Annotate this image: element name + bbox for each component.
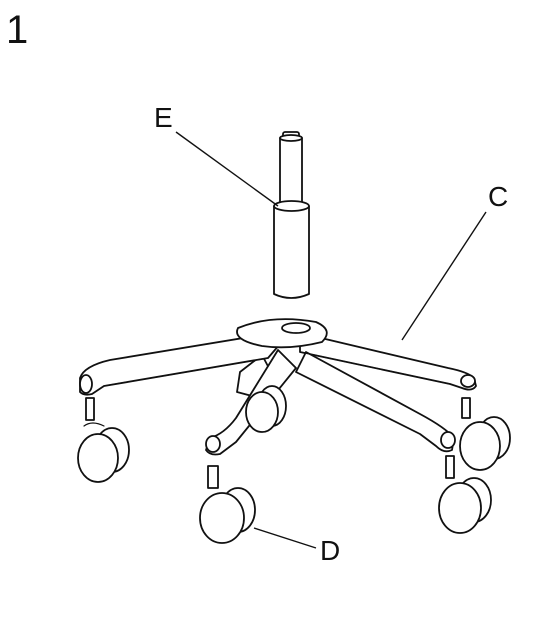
base-hub <box>236 318 328 349</box>
caster-stem <box>207 465 219 489</box>
base-leg-left <box>79 329 293 396</box>
base-center-socket <box>281 322 311 334</box>
caster-stem <box>445 455 455 479</box>
base-leg-front-right <box>295 351 455 453</box>
caster-front-right <box>438 455 492 534</box>
caster-right <box>459 397 511 471</box>
caster-left <box>77 397 130 483</box>
leader-line-c <box>401 211 487 341</box>
caster-wheel <box>77 433 119 483</box>
base-leg-right <box>299 332 477 391</box>
caster-wheel <box>245 391 279 433</box>
caster-stem <box>461 397 471 419</box>
leader-line-d <box>253 527 317 549</box>
gas-lift-rod <box>279 137 303 205</box>
caster-stem <box>85 397 95 421</box>
caster-wheel <box>459 421 501 471</box>
step-number: 1 <box>6 8 29 52</box>
callout-label-d: D <box>320 535 341 566</box>
callout-label-c: C <box>488 181 509 212</box>
gas-lift-cylinder <box>273 131 310 299</box>
caster-wheel <box>438 482 482 534</box>
caster-rear <box>245 385 287 433</box>
caster-front-left <box>199 465 256 544</box>
caster-wheel <box>199 492 245 544</box>
leader-line-e <box>175 131 279 207</box>
gas-lift-body <box>273 205 310 299</box>
callout-label-e: E <box>154 102 173 133</box>
